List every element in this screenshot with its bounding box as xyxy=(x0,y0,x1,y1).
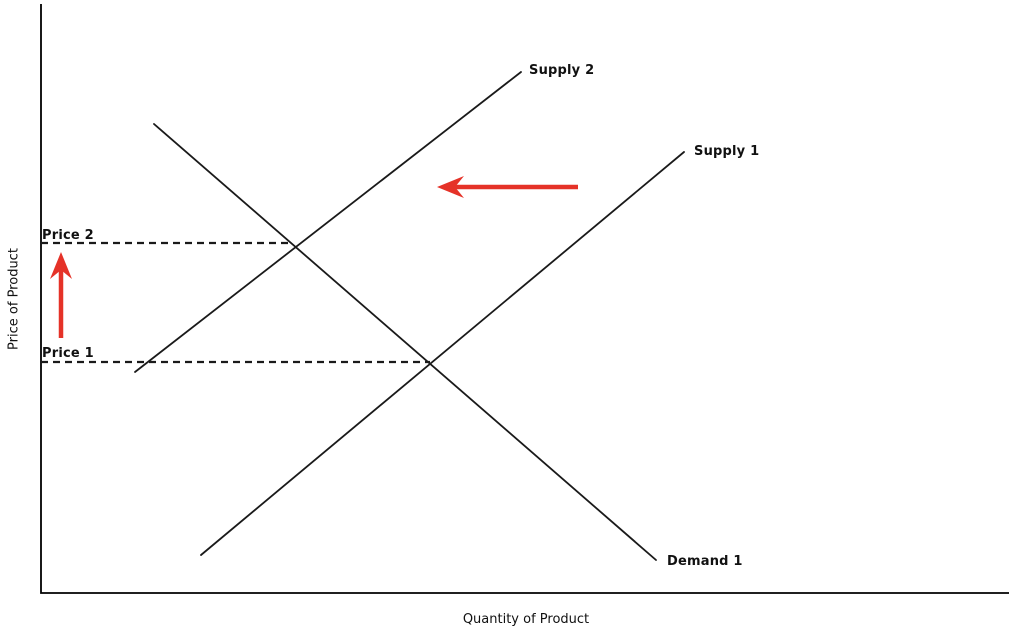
supply-2-curve xyxy=(134,71,522,373)
price-1-label: Price 1 xyxy=(42,346,94,361)
supply-1-curve xyxy=(200,151,685,556)
demand-1-curve xyxy=(153,123,657,561)
price-rise-up-arrowhead-icon xyxy=(50,252,72,279)
x-axis-label: Quantity of Product xyxy=(462,612,590,627)
supply-2-label: Supply 2 xyxy=(529,63,595,78)
y-axis-label: Price of Product xyxy=(6,248,22,350)
price-2-label: Price 2 xyxy=(42,228,94,243)
demand-1-label: Demand 1 xyxy=(667,554,743,569)
axes xyxy=(40,4,1009,594)
supply-1-label: Supply 1 xyxy=(694,144,760,159)
supply-shift-left-arrowhead-icon xyxy=(437,176,464,198)
